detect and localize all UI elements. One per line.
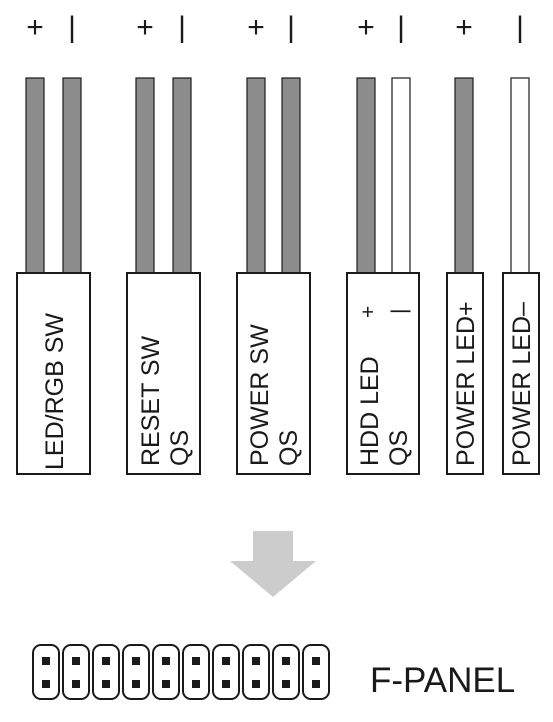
f-panel-label: F-PANEL [370,661,515,700]
f-panel-header-outline [32,644,330,700]
polarity-minus-1: | [68,11,76,44]
arrow-down-icon [230,531,316,597]
header-pin [42,657,50,665]
header-pin [222,657,230,665]
wire-power-sw-plus [246,77,266,274]
wire-hdd-led-plus [356,77,376,274]
header-pin [72,680,80,688]
polarity-plus-5: + [455,11,473,44]
header-pin [162,657,170,665]
label-hdd-qs: QS [385,430,413,466]
header-cell [242,644,270,700]
header-cell [212,644,240,700]
header-pin [72,657,80,665]
polarity-row: + | + | + | + | + | [26,11,524,44]
connector-power-led-minus [502,272,540,475]
label-power-led-minus: POWER LED– [508,302,536,466]
polarity-minus-6: | [516,11,524,44]
header-pin [282,680,290,688]
connector-reset-sw [126,272,201,475]
f-panel-header-pins [42,657,320,688]
connector-power-sw [236,272,311,475]
wire-led-rgb-plus [25,77,45,274]
label-led-rgb-sw: LED/RGB SW [41,313,69,470]
wire-power-led-minus [510,77,530,274]
connector-led-rgb-sw [16,272,91,475]
connector-housings [16,272,540,475]
header-pin [222,680,230,688]
polarity-minus-3: | [287,11,295,44]
header-pin [252,657,260,665]
label-reset-sw: RESET SW [137,335,165,466]
wire-reset-plus [135,77,155,274]
header-pin [282,657,290,665]
label-hdd-inner-plus: + [357,306,380,318]
wire-led-rgb-minus [62,77,82,274]
header-cell [122,644,150,700]
polarity-plus-3: + [247,11,265,44]
polarity-plus-4: + [357,11,375,44]
wire-power-led-plus [454,77,474,274]
header-pin [132,657,140,665]
polarity-minus-2: | [178,11,186,44]
label-hdd-inner-minus: | [388,309,411,314]
wire-hdd-led-minus [391,77,411,274]
header-pin [192,657,200,665]
header-pin [102,657,110,665]
header-pin [102,680,110,688]
header-pin [252,680,260,688]
header-cell [62,644,90,700]
polarity-minus-4: | [397,11,405,44]
connector-labels: LED/RGB SW RESET SW QS POWER SW QS HDD L… [41,301,536,470]
polarity-plus-2: + [136,11,154,44]
wire-power-sw-minus [281,77,301,274]
header-pin [42,680,50,688]
header-cell [272,644,300,700]
header-cell [302,644,330,700]
header-cell [92,644,120,700]
label-hdd-led: HDD LED [356,356,384,466]
connector-hdd-led [346,272,420,475]
header-pin [312,680,320,688]
header-cell [32,644,60,700]
polarity-plus-1: + [26,11,44,44]
header-pin [312,657,320,665]
wire-reset-minus [172,77,192,274]
header-cell [182,644,210,700]
header-pin [192,680,200,688]
label-power-sw: POWER SW [246,324,274,466]
label-reset-qs: QS [166,430,194,466]
wires [25,77,530,274]
label-power-led-plus: POWER LED+ [452,301,480,466]
label-power-qs: QS [275,430,303,466]
connector-power-led-plus [446,272,484,475]
header-pin [132,680,140,688]
header-pin [162,680,170,688]
f-panel-header [32,644,330,700]
header-cell [152,644,180,700]
